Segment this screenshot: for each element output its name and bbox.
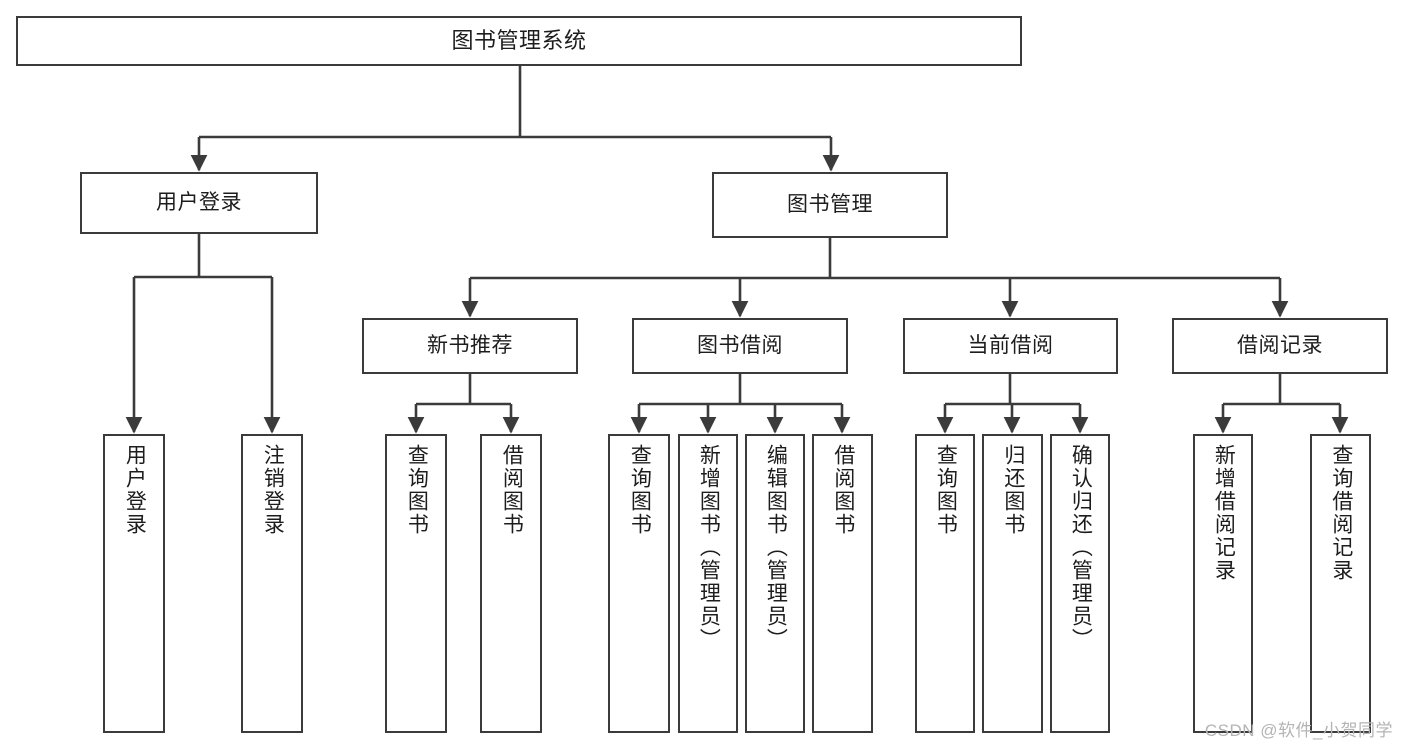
node-leaf-borrow-book-a-label: 借阅图书 <box>500 444 524 536</box>
node-borrow-record-label: 借阅记录 <box>1237 333 1323 357</box>
node-root-label: 图书管理系统 <box>451 28 587 54</box>
node-book-borrow[interactable]: 图书借阅 <box>632 318 848 374</box>
node-leaf-query-book-a-label: 查询图书 <box>405 444 429 536</box>
node-user-login[interactable]: 用户登录 <box>80 172 318 234</box>
node-leaf-query-book-b[interactable]: 查询图书 <box>608 434 670 733</box>
node-leaf-user-login-label: 用户登录 <box>123 444 147 536</box>
csdn-watermark: CSDN @软件_小贺同学 <box>1204 721 1393 740</box>
node-borrow-record[interactable]: 借阅记录 <box>1172 318 1388 374</box>
node-leaf-borrow-book-b-label: 借阅图书 <box>831 444 855 536</box>
node-current-borrow[interactable]: 当前借阅 <box>903 318 1118 374</box>
node-book-manage-label: 图书管理 <box>787 192 873 216</box>
node-leaf-edit-book-label: 编辑图书（管理员） <box>764 444 788 651</box>
node-leaf-query-book-a[interactable]: 查询图书 <box>385 434 447 733</box>
node-leaf-return-book-label: 归还图书 <box>1001 444 1025 536</box>
node-current-borrow-label: 当前借阅 <box>967 333 1054 357</box>
node-leaf-user-login[interactable]: 用户登录 <box>103 434 165 733</box>
node-leaf-add-book-label: 新增图书（管理员） <box>697 444 721 651</box>
node-leaf-add-book[interactable]: 新增图书（管理员） <box>678 434 738 733</box>
node-leaf-confirm-return[interactable]: 确认归还（管理员） <box>1050 434 1110 733</box>
node-new-book-recommend[interactable]: 新书推荐 <box>362 318 578 374</box>
node-leaf-query-book-b-label: 查询图书 <box>628 444 652 536</box>
node-leaf-return-book[interactable]: 归还图书 <box>982 434 1043 733</box>
node-leaf-query-book-c[interactable]: 查询图书 <box>915 434 975 733</box>
node-new-book-recommend-label: 新书推荐 <box>427 333 513 357</box>
node-leaf-query-record[interactable]: 查询借阅记录 <box>1310 434 1371 733</box>
node-leaf-borrow-book-a[interactable]: 借阅图书 <box>480 434 542 733</box>
node-leaf-add-record-label: 新增借阅记录 <box>1212 444 1236 582</box>
node-leaf-add-record[interactable]: 新增借阅记录 <box>1193 434 1253 733</box>
node-leaf-confirm-return-label: 确认归还（管理员） <box>1069 444 1093 651</box>
node-leaf-query-book-c-label: 查询图书 <box>934 444 958 536</box>
node-book-borrow-label: 图书借阅 <box>697 333 783 357</box>
node-leaf-user-logout[interactable]: 注销登录 <box>241 434 303 733</box>
node-root[interactable]: 图书管理系统 <box>16 16 1022 66</box>
node-leaf-query-record-label: 查询借阅记录 <box>1329 444 1353 582</box>
node-book-manage[interactable]: 图书管理 <box>712 172 948 238</box>
node-user-login-label: 用户登录 <box>156 190 242 214</box>
node-leaf-user-logout-label: 注销登录 <box>261 444 285 536</box>
node-leaf-edit-book[interactable]: 编辑图书（管理员） <box>745 434 805 733</box>
node-leaf-borrow-book-b[interactable]: 借阅图书 <box>812 434 873 733</box>
